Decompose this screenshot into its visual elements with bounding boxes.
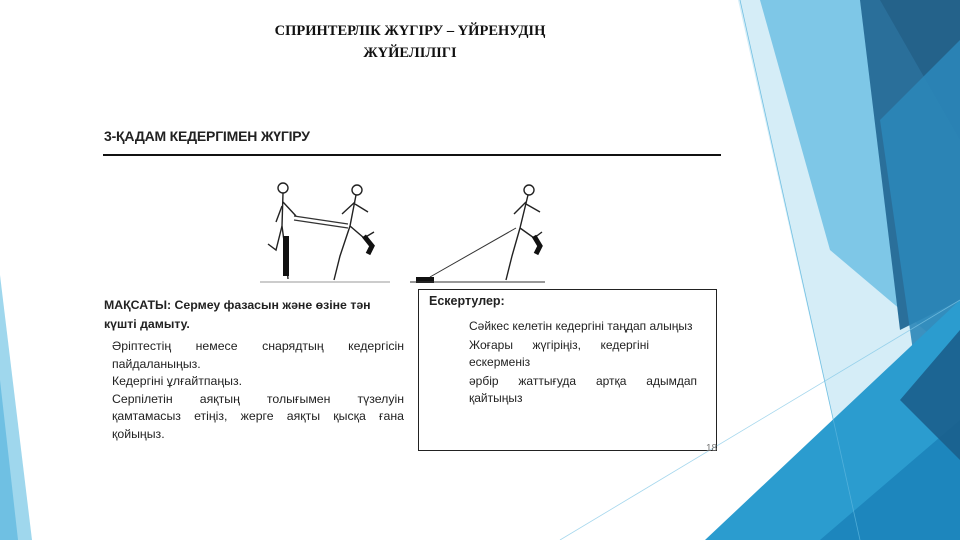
heading-underline [103,154,721,156]
goal-item: Кедергіні ұлғайтпаңыз. [112,374,243,388]
section-heading: 3-ҚАДАМ КЕДЕРГІМЕН ЖҮГІРУ [104,128,310,144]
note-item: әрбір жаттығуда артқа адымдап қайтыңыз [469,373,697,406]
runner-figure-icon [333,184,375,281]
notes-box: Ескертулер: Сәйкес келетін кедергіні таң… [418,289,717,451]
goal-title: МАҚСАТЫ: Сермеу фазасын және өзіне тән к… [104,298,371,331]
goal-item: Серпілетін аяқтың толығымен түзелуін қам… [112,391,404,441]
notes-list: Сәйкес келетін кедергіні таңдап алыңыз Ж… [469,318,697,409]
note-item: Сәйкес келетін кедергіні таңдап алыңыз [469,319,693,333]
note-item: Жоғары жүгіріңіз, кедергіні ескерменіз [469,337,649,370]
slide-title: СПРИНТЕРЛІК ЖҮГІРУ – ҮЙРЕНУДІҢ ЖҮЙЕЛІЛІГ… [160,20,660,64]
goal-item: Әріптестің немесе снарядтың кедергісін п… [112,339,404,371]
running-illustration [260,182,545,283]
runner-sled-figure-icon [505,184,543,281]
title-line-1: СПРИНТЕРЛІК ЖҮГІРУ – ҮЙРЕНУДІҢ [274,23,546,39]
goal-list: Әріптестің немесе снарядтың кедергісін п… [104,338,404,443]
notes-title: Ескертулер: [429,294,505,308]
partner-figure-icon [267,182,297,280]
goal-section: МАҚСАТЫ: Сермеу фазасын және өзіне тән к… [104,296,404,443]
sled-icon [416,277,434,283]
title-line-2: ЖҮЙЕЛІЛІГІ [363,45,457,61]
page-number: 18 [706,443,718,454]
